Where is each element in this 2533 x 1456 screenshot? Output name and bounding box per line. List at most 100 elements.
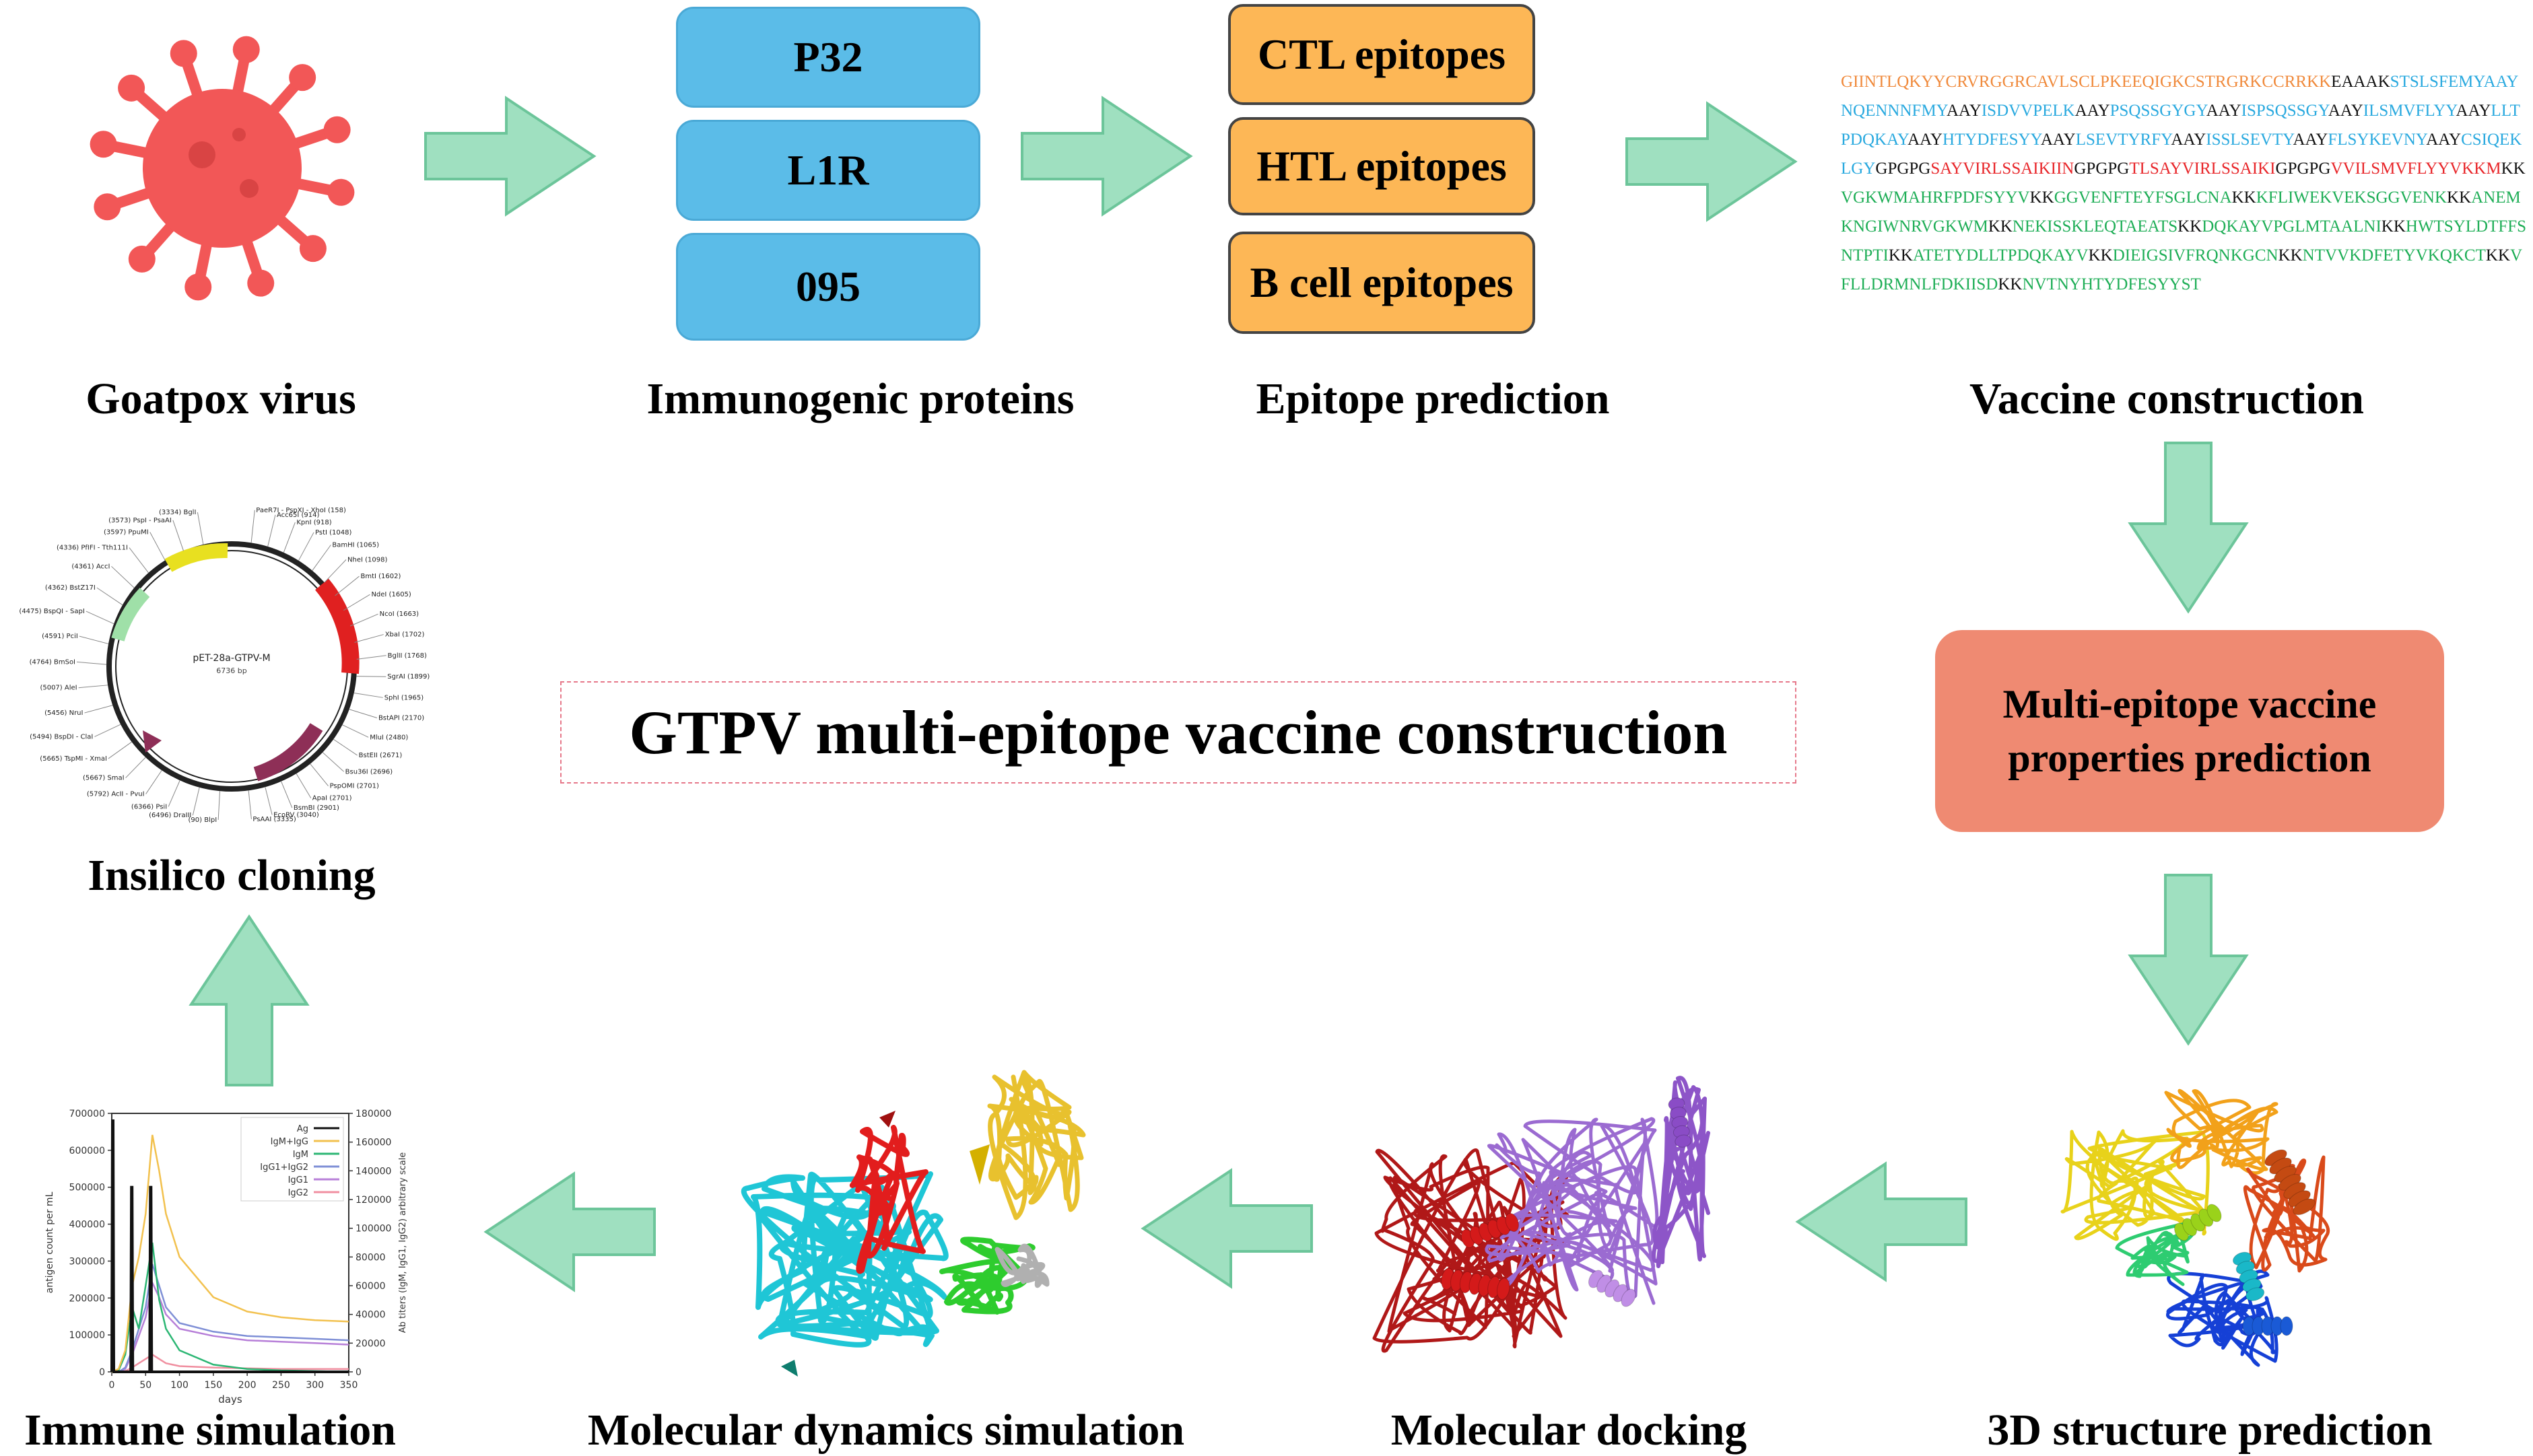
md-simulation-structure <box>741 1070 1086 1377</box>
sequence-segment: AAY <box>2074 102 2110 120</box>
sequence-segment: KK <box>2088 246 2113 265</box>
x-axis-label: days <box>218 1393 242 1406</box>
sequence-segment: AAY <box>2328 102 2363 120</box>
plasmid-site-label: (4475) BspQI - SapI <box>19 608 84 615</box>
sequence-segment: AAY <box>2040 131 2076 149</box>
plasmid-site-label: PsAAI (3335) <box>252 816 296 823</box>
y2-tick-label: 60000 <box>356 1281 386 1292</box>
label-epitope-prediction: Epitope prediction <box>1256 374 1610 423</box>
plasmid-kanr-segment <box>253 723 323 782</box>
sequence-segment: AAY <box>2206 102 2241 120</box>
epitope-box-bcell: B cell epitopes <box>1228 232 1535 334</box>
protein-box-095: 095 <box>676 233 980 341</box>
sequence-segment: ANEMKNGIWNRVGKWM <box>1841 188 2521 236</box>
sequence-segment: KK <box>2231 188 2256 207</box>
y-tick-label: 500000 <box>69 1183 105 1193</box>
epitope-box-ctl: CTL epitopes <box>1228 4 1535 105</box>
plasmid-site-label: Acc65I (914) <box>277 512 320 519</box>
sequence-segment: KK <box>1998 275 2023 293</box>
plasmid-site-label: EcoRV (3040) <box>273 812 319 819</box>
sequence-segment: KK <box>2029 188 2054 207</box>
plasmid-site-label: BstAPI (2170) <box>378 715 424 722</box>
sequence-segment: KK <box>2278 246 2303 265</box>
x-tick-label: 50 <box>139 1380 151 1391</box>
sequence-segment: AAY <box>2426 131 2462 149</box>
sequence-segment: STSLSFEMYAAYNQENNNFMY <box>1841 73 2519 120</box>
y-axis-label: antigen count per mL <box>44 1191 55 1293</box>
y-tick-label: 400000 <box>69 1220 105 1230</box>
sequence-segment: KFLIWEKVEKSGGVENK <box>2256 188 2447 207</box>
properties-line-1: Multi-epitope vaccine <box>2002 682 2377 726</box>
y2-tick-label: 20000 <box>356 1338 386 1349</box>
epitope-label: CTL epitopes <box>1257 30 1506 78</box>
docking-structure <box>1372 1076 1710 1353</box>
epitope-label: B cell epitopes <box>1250 258 1514 306</box>
x-tick-label: 250 <box>272 1380 290 1391</box>
sequence-segment: FLSYKEVNY <box>2328 131 2427 149</box>
sequence-segment: HTYDFESYY <box>1942 131 2041 149</box>
y-tick-label: 300000 <box>69 1256 105 1267</box>
label-molecular-docking: Molecular docking <box>1390 1406 1747 1455</box>
legend-label: IgM <box>293 1150 308 1160</box>
sequence-segment: AAY <box>1907 131 1943 149</box>
plasmid-site-label: MluI (2480) <box>370 734 408 741</box>
properties-prediction-box: Multi-epitope vaccine properties predict… <box>1935 630 2444 832</box>
sequence-segment: GIINTLQKYYCRVRGGRCAVLSCLPKEEQIGKCSTRGRKC… <box>1841 73 2332 91</box>
series-line-igm <box>111 1242 349 1373</box>
sequence-segment: VVILSMVFLYYVKKM <box>2330 160 2501 178</box>
legend-label: IgG2 <box>288 1188 308 1198</box>
plasmid-site-label: (5665) TspMI - XmaI <box>40 755 107 763</box>
plasmid-laci-segment <box>164 543 228 572</box>
sequence-segment: GPGPG <box>2275 160 2331 178</box>
sequence-segment: ISSLSEVTY <box>2206 131 2293 149</box>
plasmid-site-label: (5792) AcII - PvuI <box>87 791 145 798</box>
plasmid-site-label: PaeR7I - PspXI - XhoI (158) <box>256 507 346 514</box>
sequence-segment: GPGPG <box>1875 160 1931 178</box>
plasmid-size: 6736 bp <box>216 666 246 675</box>
legend-label: Ag <box>297 1124 308 1134</box>
sequence-segment: AAY <box>2293 131 2328 149</box>
sequence-segment: KK <box>1988 217 2013 236</box>
protein-label: L1R <box>787 146 869 194</box>
sequence-segment: KK <box>2177 217 2202 236</box>
properties-line-2: properties prediction <box>2008 736 2371 780</box>
y2-tick-label: 160000 <box>356 1138 391 1148</box>
legend-label: IgG1+IgG2 <box>260 1163 308 1173</box>
series-line-igg1-igg2 <box>112 1263 349 1373</box>
sequence-segment: ILSMVFLYY <box>2363 102 2456 120</box>
label-vaccine-construction: Vaccine construction <box>1969 374 2365 423</box>
arrow-structure-to-docking <box>1796 1163 1967 1281</box>
arrow-epitopes-to-vaccine <box>1625 102 1796 221</box>
label-immune-simulation: Immune simulation <box>24 1406 396 1455</box>
protein-box-l1r: L1R <box>676 120 980 221</box>
sequence-segment: LSEVTYRFY <box>2075 131 2171 149</box>
plasmid-site-label: ApaI (2701) <box>312 795 352 802</box>
y-tick-label: 0 <box>99 1367 105 1378</box>
arrow-properties-to-structure <box>2129 874 2248 1045</box>
series-line-igm-igg <box>111 1134 349 1373</box>
plasmid-site-label: BamHI (1065) <box>332 542 379 549</box>
y2-tick-label: 0 <box>356 1367 362 1378</box>
plasmid-insert-segment <box>314 578 360 674</box>
sequence-segment: CSIQEKLGY <box>1841 131 2522 178</box>
plasmid-site-label: (5007) AleI <box>40 685 77 692</box>
sequence-segment: SAYVIRLSSAIKIIN <box>1930 160 2074 178</box>
series-line-igg2 <box>112 1353 349 1373</box>
arrow-virus-to-proteins <box>424 97 595 215</box>
x-tick-label: 200 <box>238 1380 257 1391</box>
epitope-box-htl: HTL epitopes <box>1228 117 1535 215</box>
plasmid-site-label: (5456) NruI <box>44 709 83 717</box>
x-tick-label: 350 <box>340 1380 358 1391</box>
plasmid-site-label: PstI (1048) <box>315 529 351 536</box>
y2-tick-label: 140000 <box>356 1166 391 1177</box>
protein-box-p32: P32 <box>676 7 980 108</box>
sequence-segment: VGKWMAHRFPDFSYYV <box>1841 188 2030 207</box>
diagram-title: GTPV multi-epitope vaccine construction <box>560 681 1796 784</box>
legend-label: IgM+IgG <box>271 1137 308 1147</box>
plasmid-site-label: (4764) BmSoI <box>30 658 75 666</box>
protein-label: 095 <box>796 263 860 310</box>
arrow-immune-to-cloning <box>190 915 308 1086</box>
plasmid-site-label: BglII (1768) <box>388 652 427 660</box>
